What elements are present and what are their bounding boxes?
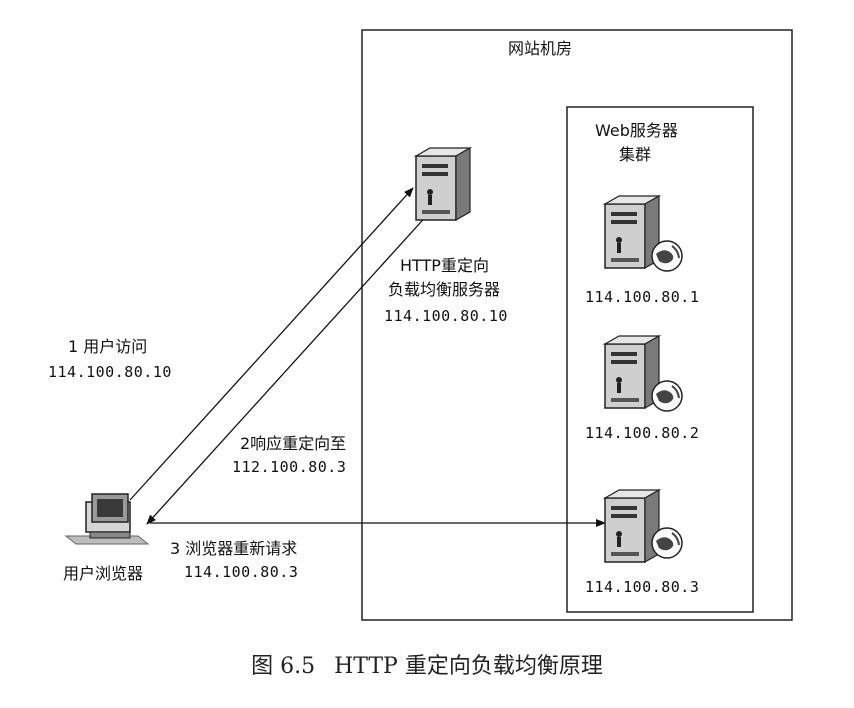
redirect-server-ip: 114.100.80.10: [384, 307, 508, 325]
cluster-title-line2: 集群: [619, 145, 652, 164]
step2-label: 2响应重定向至: [240, 434, 347, 453]
arrow-user-request: [129, 187, 414, 501]
web-server-3-ip: 114.100.80.3: [585, 578, 700, 596]
load-balancer-server-icon: [415, 147, 471, 221]
step1-label: 1 用户访问: [68, 337, 148, 356]
cluster-title-line1: Web服务器: [595, 121, 678, 140]
web-server-1-ip: 114.100.80.1: [585, 288, 700, 306]
step1-ip: 114.100.80.10: [48, 363, 172, 381]
datacenter-title: 网站机房: [508, 39, 573, 58]
arrow-redirect-response: [146, 211, 431, 525]
figure-title: HTTP 重定向负载均衡原理: [334, 654, 603, 679]
web-server-3-icon: [604, 489, 660, 563]
globe-icon: [651, 527, 683, 559]
client-label: 用户浏览器: [63, 564, 144, 583]
step2-ip: 112.100.80.3: [232, 458, 347, 476]
web-server-1-icon: [604, 195, 660, 269]
datacenter-box: [361, 29, 793, 621]
web-server-2-ip: 114.100.80.2: [585, 424, 700, 442]
client-computer-icon: [64, 493, 150, 545]
figure-number: 图 6.5: [251, 654, 316, 679]
step3-ip: 114.100.80.3: [184, 563, 299, 581]
globe-icon: [651, 380, 683, 412]
cluster-box: [566, 106, 754, 613]
web-server-2-icon: [604, 335, 660, 409]
redirect-server-line2: 负载均衡服务器: [388, 280, 501, 299]
redirect-server-line1: HTTP重定向: [400, 256, 489, 275]
figure-caption: 图 6.5 HTTP 重定向负载均衡原理: [0, 648, 854, 680]
globe-icon: [651, 240, 683, 272]
step3-label: 3 浏览器重新请求: [170, 539, 298, 558]
